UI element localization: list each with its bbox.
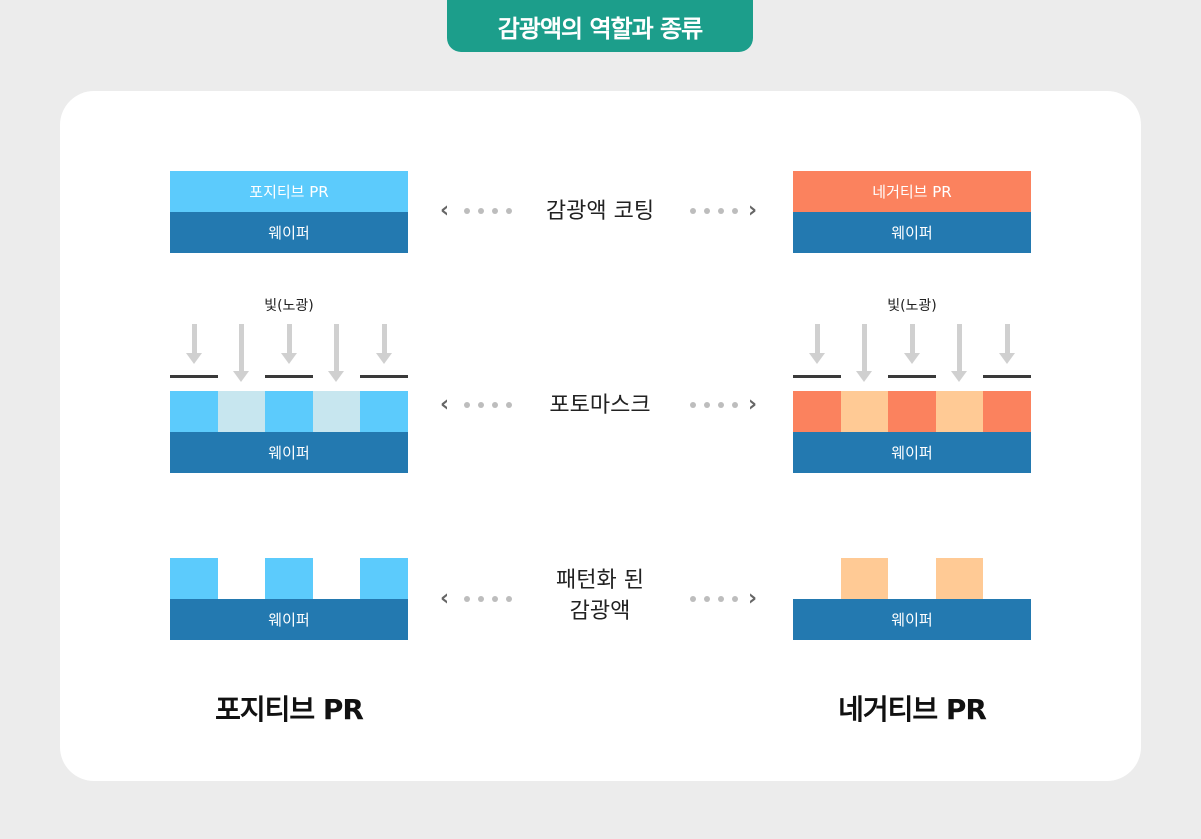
photomask-segment — [360, 375, 408, 378]
dot-icon — [690, 208, 696, 214]
negative-wafer-mask: 웨이퍼 — [793, 432, 1031, 473]
light-arrow-icon — [376, 324, 392, 364]
light-arrow-icon — [999, 324, 1015, 364]
positive-pattern-block — [170, 558, 218, 599]
light-arrow-icon — [328, 324, 344, 382]
light-arrow-icon — [904, 324, 920, 364]
chevron-left-icon: ‹ — [440, 392, 450, 417]
dot-icon — [492, 402, 498, 408]
positive-pr-title: 포지티브 PR — [215, 693, 364, 726]
chevron-left-icon: ‹ — [440, 198, 450, 223]
negative-pr-title: 네거티브 PR — [838, 693, 987, 726]
positive-unexposed-segment — [360, 391, 408, 432]
negative-pattern-block — [936, 558, 983, 599]
positive-pattern-block — [265, 558, 313, 599]
chevron-right-icon: › — [748, 198, 758, 223]
negative-pr-layer: 네거티브 PR — [793, 171, 1031, 212]
dot-icon — [464, 208, 470, 214]
chevron-right-icon: › — [748, 586, 758, 611]
dot-icon — [506, 208, 512, 214]
dot-icon — [690, 596, 696, 602]
negative-pattern-block — [841, 558, 888, 599]
connector-right-coating: › — [688, 198, 768, 223]
negative-light-label: 빛(노광) — [887, 298, 937, 314]
connector-left-photomask: ‹ — [440, 392, 520, 417]
light-arrow-icon — [281, 324, 297, 364]
negative-exposed-segment — [841, 391, 888, 432]
light-arrow-icon — [809, 324, 825, 364]
positive-unexposed-segment — [170, 391, 218, 432]
connector-right-photomask: › — [688, 392, 768, 417]
dot-icon — [464, 596, 470, 602]
positive-wafer-pattern: 웨이퍼 — [170, 599, 408, 640]
dot-icon — [718, 402, 724, 408]
light-arrow-icon — [951, 324, 967, 382]
dot-icon — [732, 402, 738, 408]
negative-wafer-coating: 웨이퍼 — [793, 212, 1031, 253]
negative-wafer-pattern: 웨이퍼 — [793, 599, 1031, 640]
negative-unexposed-segment — [793, 391, 841, 432]
positive-wafer-coating: 웨이퍼 — [170, 212, 408, 253]
connector-left-patterned: ‹ — [440, 586, 520, 611]
light-arrow-icon — [856, 324, 872, 382]
dot-icon — [492, 596, 498, 602]
dot-icon — [478, 208, 484, 214]
dot-icon — [478, 596, 484, 602]
dot-icon — [464, 402, 470, 408]
dot-icon — [732, 208, 738, 214]
connector-left-coating: ‹ — [440, 198, 520, 223]
positive-exposed-segment — [313, 391, 360, 432]
dot-icon — [704, 402, 710, 408]
chevron-left-icon: ‹ — [440, 586, 450, 611]
dot-icon — [478, 402, 484, 408]
positive-pr-layer: 포지티브 PR — [170, 171, 408, 212]
dot-icon — [506, 402, 512, 408]
dot-icon — [704, 208, 710, 214]
dot-icon — [718, 208, 724, 214]
step-label-coating: 감광액 코팅 — [545, 199, 655, 224]
step-label-patterned-line1: 패턴화 된 — [556, 568, 644, 593]
light-arrow-icon — [186, 324, 202, 364]
photomask-segment — [265, 375, 313, 378]
connector-right-patterned: › — [688, 586, 768, 611]
dot-icon — [506, 596, 512, 602]
positive-exposed-segment — [218, 391, 265, 432]
dot-icon — [718, 596, 724, 602]
dot-icon — [690, 402, 696, 408]
negative-exposed-segment — [936, 391, 983, 432]
positive-unexposed-segment — [265, 391, 313, 432]
step-label-photomask: 포토마스크 — [549, 393, 651, 418]
photomask-segment — [983, 375, 1031, 378]
photomask-segment — [793, 375, 841, 378]
chevron-right-icon: › — [748, 392, 758, 417]
dot-icon — [732, 596, 738, 602]
dot-icon — [492, 208, 498, 214]
light-arrow-icon — [233, 324, 249, 382]
negative-unexposed-segment — [888, 391, 936, 432]
positive-light-label: 빛(노광) — [264, 298, 314, 314]
dot-icon — [704, 596, 710, 602]
step-label-patterned-line2: 감광액 — [569, 599, 631, 624]
page-title: 감광액의 역할과 종류 — [447, 0, 753, 52]
negative-unexposed-segment — [983, 391, 1031, 432]
photomask-segment — [170, 375, 218, 378]
positive-wafer-mask: 웨이퍼 — [170, 432, 408, 473]
photomask-segment — [888, 375, 936, 378]
positive-pattern-block — [360, 558, 408, 599]
